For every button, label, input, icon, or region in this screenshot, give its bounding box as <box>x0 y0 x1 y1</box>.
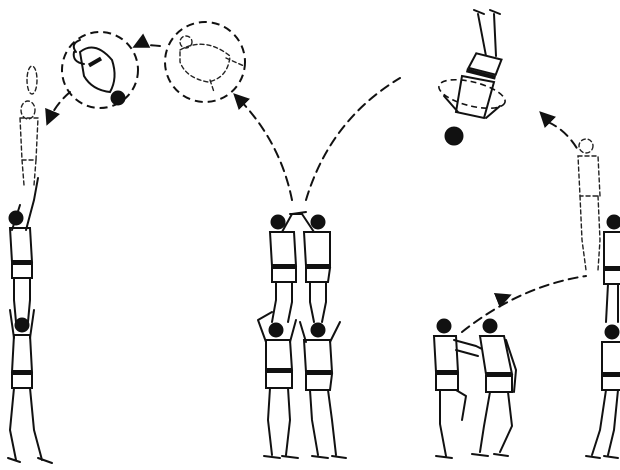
center-panel <box>236 78 400 458</box>
left-panel <box>8 22 245 463</box>
trajectory-arrowhead-right-bottom <box>498 296 508 300</box>
trajectory-arrow-center-right <box>306 78 400 200</box>
left-ghost-flyer <box>20 66 38 185</box>
center-left-base <box>258 312 298 458</box>
right-ghost-flyer <box>578 139 600 270</box>
right-inverted-flyer <box>436 10 508 145</box>
trajectory-arrow-right-top <box>548 122 578 150</box>
right-edge-column <box>586 215 620 458</box>
right-panel <box>434 10 620 458</box>
left-base-acrobat <box>8 310 52 463</box>
rotation-circle-tucked <box>62 32 138 108</box>
center-left-top <box>270 212 306 322</box>
trajectory-arrow-center-left <box>236 96 292 200</box>
left-middle-acrobat <box>9 178 38 322</box>
rotation-circle-ghost <box>165 22 245 102</box>
trajectory-arrow-top <box>136 45 160 46</box>
trajectory-arrowhead-right-top <box>542 114 546 118</box>
trajectory-arrow-right-bottom <box>462 276 586 332</box>
right-jumper <box>472 319 516 456</box>
trajectory-arrow-left <box>48 92 70 122</box>
center-right-base <box>300 322 346 458</box>
